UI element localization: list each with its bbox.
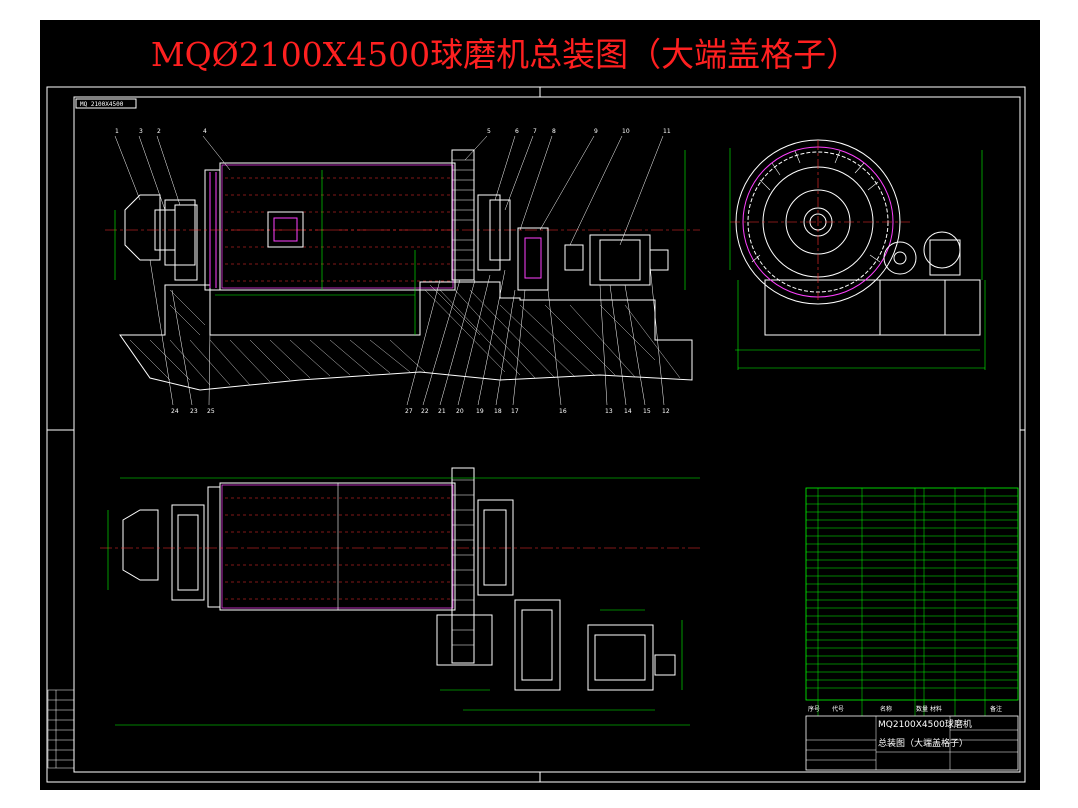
balloon-5: 5 (487, 128, 491, 135)
balloon-17: 17 (511, 408, 519, 415)
frame-tag-box (75, 98, 137, 109)
parts-list: 序号 代号 名称 数量 材料 备注 (805, 487, 1019, 716)
balloon-25: 25 (207, 408, 215, 415)
balloon-18: 18 (494, 408, 502, 415)
front-elevation (105, 149, 700, 391)
leader-lines-top (114, 135, 664, 246)
drawing-title: MQØ2100X4500球磨机总装图（大端盖格子） (150, 35, 860, 74)
bom-header-material: 材料 (930, 705, 942, 713)
balloon-6: 6 (515, 128, 519, 135)
inner-border (73, 96, 1021, 773)
balloon-12: 12 (662, 408, 670, 415)
balloons-bottom: 24 23 25 27 22 21 20 19 18 17 16 13 14 1… (171, 408, 670, 415)
balloon-1: 1 (115, 128, 119, 135)
balloons-top: 1 3 2 4 5 6 7 8 9 10 11 (115, 128, 671, 135)
balloon-23: 23 (190, 408, 198, 415)
sheet-background (40, 20, 1040, 790)
balloon-14: 14 (624, 408, 632, 415)
balloon-15: 15 (643, 408, 651, 415)
bom-header-name: 名称 (880, 705, 892, 713)
bom-header-code: 代号 (832, 705, 844, 713)
bom-header-remark: 备注 (990, 705, 1002, 713)
foundation (119, 281, 693, 391)
balloon-8: 8 (552, 128, 556, 135)
balloon-11: 11 (663, 128, 671, 135)
plan-view (100, 467, 700, 726)
balloon-16: 16 (559, 408, 567, 415)
balloon-2: 2 (157, 128, 161, 135)
frame-tag: MQ 2100X4500 (80, 101, 124, 108)
balloon-9: 9 (594, 128, 598, 135)
balloon-10: 10 (622, 128, 630, 135)
balloon-7: 7 (533, 128, 537, 135)
balloon-13: 13 (605, 408, 613, 415)
side-view (729, 139, 986, 370)
balloon-24: 24 (171, 408, 179, 415)
bom-header-qty: 数量 (916, 705, 928, 713)
balloon-21: 21 (438, 408, 446, 415)
leader-lines-bottom (149, 259, 665, 406)
title-block-name-line2: 总装图（大端盖格子） (878, 737, 968, 749)
balloon-3: 3 (139, 128, 143, 135)
balloon-19: 19 (476, 408, 484, 415)
left-stamp-table (47, 689, 75, 769)
bom-header-no: 序号 (808, 705, 820, 713)
balloon-20: 20 (456, 408, 464, 415)
title-block: MQ2100X4500球磨机 总装图（大端盖格子） (805, 715, 1019, 771)
outer-border (46, 86, 1026, 783)
balloon-27: 27 (405, 408, 413, 415)
balloon-4: 4 (203, 128, 207, 135)
border-ticks (47, 87, 1025, 782)
title-block-name-line1: MQ2100X4500球磨机 (878, 718, 972, 730)
balloon-22: 22 (421, 408, 429, 415)
